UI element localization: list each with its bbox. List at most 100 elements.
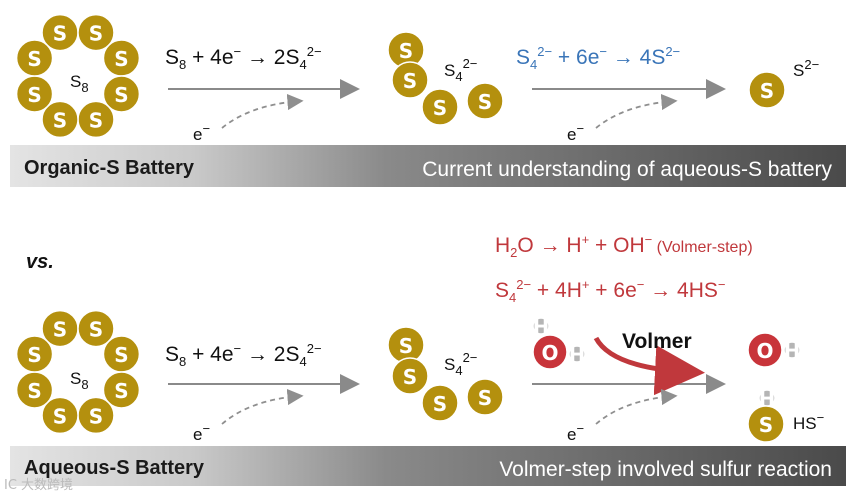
sulfur-atom: S (102, 39, 141, 77)
svg-text:S: S (89, 22, 103, 46)
sulfur-atom: S (41, 100, 79, 139)
s4-label-bottom: S42− (444, 350, 477, 378)
top-electron-arrow-1 (221, 93, 304, 129)
water-molecule: OHH (532, 315, 586, 370)
bottom-electron-label-1: e− (193, 421, 210, 444)
sulfur-atom: S (748, 71, 786, 109)
svg-text:S: S (478, 90, 492, 114)
svg-text:S: S (27, 343, 41, 367)
sulfur-atom: S (77, 309, 115, 348)
svg-text:S: S (27, 83, 41, 107)
svg-text:S: S (433, 392, 447, 416)
svg-text:O: O (756, 339, 773, 363)
top-banner (10, 145, 846, 187)
sulfur-atom: S (41, 396, 79, 435)
svg-text:H: H (784, 339, 801, 363)
volmer-equation: H2O → H+ + OH− (Volmer-step) (495, 232, 753, 260)
svg-text:H: H (569, 343, 586, 367)
sulfur-atom: S (77, 13, 115, 52)
svg-text:H: H (533, 315, 550, 339)
oxygen-atom: O (747, 332, 783, 368)
s4-label-top: S42− (444, 56, 477, 84)
sulfur-atom: S (15, 335, 54, 373)
bottom-banner (10, 446, 846, 486)
svg-text:S: S (53, 108, 67, 132)
top-electron-label-2: e− (567, 121, 584, 144)
svg-text:S: S (399, 39, 413, 63)
top-equation-1: S8 + 4e− → 2S42− (165, 44, 322, 72)
svg-text:S: S (114, 379, 128, 403)
vs-label: vs. (26, 251, 54, 273)
sulfur-atom: S (102, 75, 141, 113)
sulfur-atom: S (466, 378, 504, 416)
sulfur-atom: S (421, 88, 459, 126)
svg-text:S: S (114, 47, 128, 71)
s2-label: S2− (793, 57, 819, 80)
svg-text:O: O (541, 341, 558, 365)
sulfur-atom: S (77, 100, 115, 139)
bottom-equation-1: S8 + 4e− → 2S42− (165, 341, 322, 369)
sulfur-atom: S (77, 396, 115, 435)
sulfur-atom: S (15, 371, 54, 409)
sulfur-atom: S (747, 405, 785, 443)
s8-label-top: S8 (70, 72, 89, 95)
top-electron-arrow-2 (595, 93, 678, 129)
hydrogen-atom: H (783, 339, 801, 363)
volmer-label: Volmer (622, 330, 692, 353)
svg-text:S: S (27, 379, 41, 403)
svg-text:S: S (760, 79, 774, 103)
svg-text:S: S (27, 47, 41, 71)
svg-text:S: S (53, 318, 67, 342)
svg-text:S: S (89, 108, 103, 132)
svg-text:S: S (53, 404, 67, 428)
bottom-electron-arrow-2 (595, 388, 678, 425)
volmer-red-arrow (593, 336, 705, 396)
svg-text:S: S (399, 334, 413, 358)
hydrogen-atom: H (532, 315, 550, 339)
sulfur-atom: S (15, 75, 54, 113)
svg-text:H: H (759, 387, 776, 411)
bottom-electron-label-2: e− (567, 421, 584, 444)
bottom-banner-right-label: Volmer-step involved sulfur reaction (499, 458, 832, 481)
hydrogen-atom: H (568, 343, 586, 367)
svg-text:S: S (89, 404, 103, 428)
bottom-panel: H2O → H+ + OH− (Volmer-step) S42− + 4H+ … (10, 232, 846, 486)
hs-label: HS− (793, 410, 824, 433)
top-banner-right-label: Current understanding of aqueous-S batte… (422, 158, 832, 181)
svg-text:S: S (478, 386, 492, 410)
svg-text:S: S (759, 413, 773, 437)
svg-text:S: S (403, 365, 417, 389)
top-equation-2: S42− + 6e− → 4S2− (516, 44, 680, 72)
bottom-banner-left-label: Aqueous-S Battery (24, 457, 205, 479)
svg-text:S: S (433, 96, 447, 120)
hs-equation: S42− + 4H+ + 6e− → 4HS− (495, 277, 725, 305)
sulfur-atom: S (387, 326, 425, 364)
hs-ion: HS (747, 387, 785, 443)
sulfur-atom: S (391, 61, 429, 99)
svg-text:S: S (53, 22, 67, 46)
bottom-electron-arrow-1 (221, 388, 304, 425)
svg-text:S: S (403, 69, 417, 93)
svg-text:S: S (114, 83, 128, 107)
s8-label-bottom: S8 (70, 369, 89, 392)
sulfur-atom: S (102, 371, 141, 409)
svg-text:S: S (89, 318, 103, 342)
s2-sulfide-atom: S (748, 71, 786, 109)
sulfur-atom: S (421, 384, 459, 422)
sulfur-atom: S (391, 357, 429, 395)
oxygen-atom: O (532, 334, 568, 370)
watermark: IC 大数跨境 (4, 478, 73, 493)
top-electron-label-1: e− (193, 121, 210, 144)
sulfur-atom: S (466, 82, 504, 120)
svg-text:S: S (114, 343, 128, 367)
hydrogen-atom: H (758, 387, 776, 411)
sulfur-atom: S (102, 335, 141, 373)
